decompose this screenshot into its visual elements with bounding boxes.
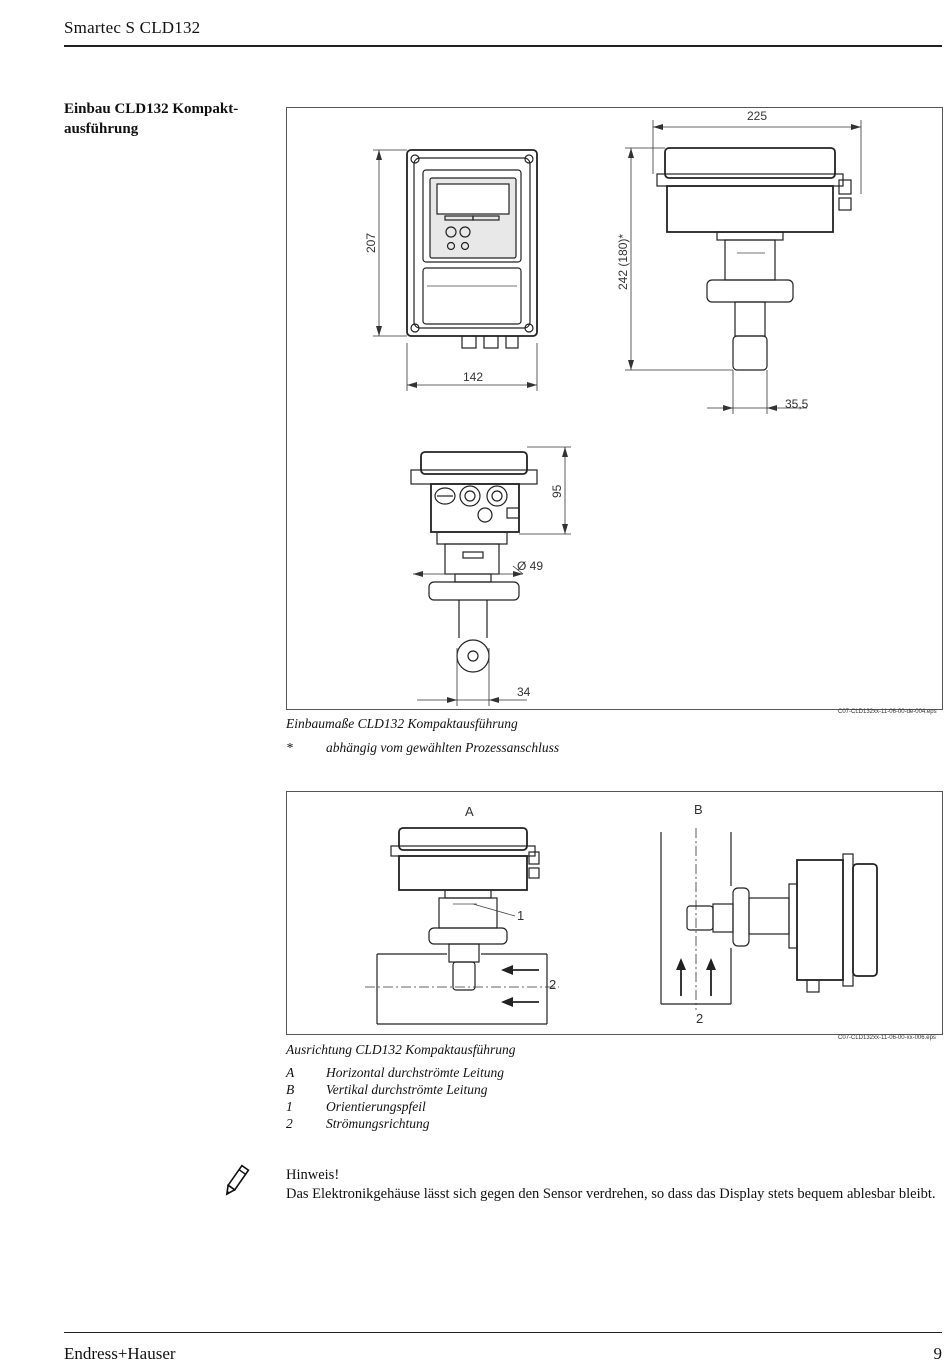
section-title: Einbau CLD132 Kompakt-ausführung — [64, 101, 239, 137]
figure1-code: C07-CLD132xx-11-06-00-de-004.eps — [838, 709, 937, 715]
orientation-drawing: A B 1 2 — [365, 802, 878, 1026]
pencil-icon — [218, 1163, 254, 1204]
figure-orientation: A B 1 2 — [286, 791, 943, 1035]
footer-brand: Endress+Hauser — [64, 1344, 176, 1363]
front-view — [406, 149, 538, 349]
side-view — [656, 147, 852, 371]
figure1-footnote: * abhängig vom gewählten Prozessanschluss — [286, 739, 559, 756]
label-a: A — [465, 804, 474, 819]
horizontal-installation — [365, 827, 559, 1025]
vertical-installation — [660, 828, 878, 1010]
footnote-mark: * — [286, 740, 293, 755]
dim-width-front: 142 — [463, 370, 483, 384]
top-view — [410, 451, 538, 673]
note-text: Das Elektronikgehäuse lässt sich gegen d… — [286, 1186, 936, 1202]
label-one: 1 — [517, 908, 524, 923]
figure2-code: C07-CLD132xx-11-06-00-xx-006.eps — [838, 1035, 936, 1041]
dim-height-front: 207 — [364, 233, 378, 253]
dim-height-side: 242 (180)* — [616, 234, 630, 290]
label-two-b: 2 — [696, 1011, 703, 1026]
page-number: 9 — [933, 1344, 943, 1363]
footer-rule — [64, 1332, 942, 1333]
label-b: B — [694, 802, 703, 817]
dim-sensor-offset: 35,5 — [785, 397, 809, 411]
footnote-text: abhängig vom gewählten Prozessanschluss — [326, 740, 560, 755]
dim-height-top: 95 — [550, 484, 564, 498]
label-two-a: 2 — [549, 977, 556, 992]
dim-sensor-width: 34 — [517, 685, 531, 699]
dimension-drawing: 207 142 225 242 (180 — [364, 109, 862, 706]
dim-diameter: Ø 49 — [517, 559, 543, 573]
figure-dimensions: 207 142 225 242 (180 — [286, 107, 943, 710]
header-rule — [64, 45, 942, 47]
dim-width-side: 225 — [747, 109, 767, 123]
note-title: Hinweis! — [286, 1167, 340, 1183]
figure2-caption: Ausrichtung CLD132 Kompaktausführung — [286, 1042, 516, 1057]
running-header: Smartec S CLD132 — [64, 18, 201, 37]
figure1-caption: Einbaumaße CLD132 Kompaktausführung — [286, 716, 518, 731]
